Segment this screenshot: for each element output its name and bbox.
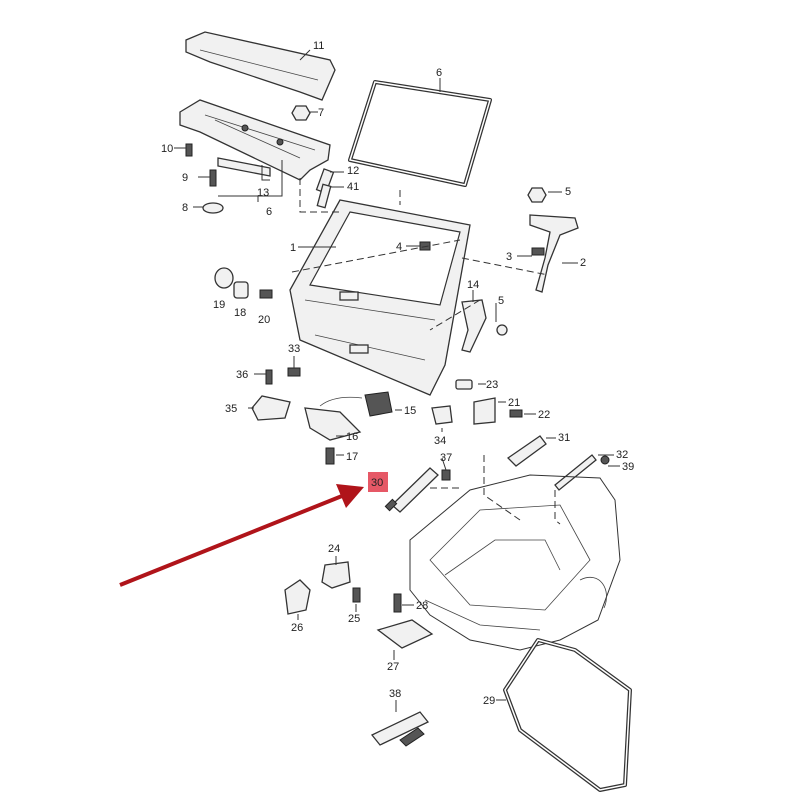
spoiler-part: [185, 31, 336, 101]
hinge-arm-15-part: [461, 299, 487, 353]
callout-16: 15: [404, 405, 416, 417]
callout-5-upper: 5: [565, 186, 571, 198]
bolt-3-part: [531, 247, 545, 256]
bracket-35-part: [431, 405, 453, 425]
callout-labels: 11 7 10 9 8 13 6 12 41 6 1 4 5 3 2 14 5 …: [161, 40, 634, 707]
callout-6: 6: [436, 67, 442, 79]
callout-31: 30: [371, 477, 383, 489]
callout-4: 4: [396, 241, 402, 253]
bolt-18-part: [325, 447, 335, 465]
hinge-part: [529, 214, 579, 293]
tailgate-part: [289, 199, 471, 396]
wedge-32-part: [506, 435, 547, 467]
outer-handle-17-part: [304, 407, 362, 441]
clip-41-part: [316, 183, 332, 209]
callout-23: 22: [538, 409, 550, 421]
callout-10: 9: [182, 172, 188, 184]
nut-5-lower-part: [496, 324, 508, 336]
callout-36: 35: [225, 403, 237, 415]
screw-23-part: [509, 409, 523, 418]
callout-27: 26: [291, 622, 303, 634]
callout-22: 21: [508, 397, 520, 409]
callout-7: 6: [266, 206, 272, 218]
callout-38: 37: [440, 452, 452, 464]
bumper-stops-part: [214, 267, 273, 299]
callout-18: 17: [346, 451, 358, 463]
pointer-arrow: [119, 484, 364, 587]
callout-29: 28: [416, 600, 428, 612]
vehicle-body-part: [409, 474, 621, 651]
callout-28: 27: [387, 661, 399, 673]
bolt-29-part: [393, 593, 402, 613]
callout-41: 41: [347, 181, 359, 193]
callout-14: 13: [257, 187, 269, 199]
lock-actuator-16-part: [364, 391, 393, 417]
spoiler-bracket-part: [179, 99, 331, 181]
cover-27-part: [284, 579, 311, 615]
callout-21: 20: [258, 314, 270, 326]
callout-3: 3: [506, 251, 512, 263]
callout-26: 25: [348, 613, 360, 625]
highlight-box-31: [368, 472, 388, 492]
callout-15: 14: [467, 279, 479, 291]
buffer-34-part: [287, 367, 301, 377]
clip-38-part: [441, 469, 451, 481]
callout-19: 18: [234, 307, 246, 319]
callout-25: 24: [328, 543, 340, 555]
callout-11: 10: [161, 143, 173, 155]
nut-8-part: [291, 105, 311, 121]
callout-34: 33: [288, 343, 300, 355]
strut-33-part: [554, 454, 597, 491]
callout-13: 12: [347, 165, 359, 177]
callout-2: 2: [580, 257, 586, 269]
callout-24: 23: [486, 379, 498, 391]
callout-33: 32: [616, 449, 628, 461]
callout-39: 38: [389, 688, 401, 700]
callout-8: 7: [318, 107, 324, 119]
screws-left-part: [185, 143, 224, 214]
callout-5-lower: 5: [498, 295, 504, 307]
screw-37-part: [265, 369, 273, 385]
callout-30: 29: [483, 695, 495, 707]
bolt-26-part: [352, 587, 361, 603]
callout-20: 19: [213, 299, 225, 311]
nut-5-upper-part: [527, 187, 547, 203]
grease-tube-39-part: [370, 711, 430, 747]
latch-25-part: [321, 561, 351, 589]
callout-12: 11: [313, 40, 324, 52]
leader-lines: [174, 49, 620, 712]
trim-strip-part: [217, 157, 271, 177]
callout-32: 31: [558, 432, 570, 444]
gas-strut-31-part: [384, 467, 439, 513]
buffer-24-part: [455, 379, 473, 390]
callout-35: 34: [434, 435, 446, 447]
callout-1: 1: [290, 242, 296, 254]
callout-17: 16: [346, 431, 358, 443]
callout-40: 39: [622, 461, 634, 473]
callout-9: 8: [182, 202, 188, 214]
handle-housing-36-part: [251, 395, 291, 421]
striker-28-part: [376, 619, 434, 649]
callout-37: 36: [236, 369, 248, 381]
light-22-part: [473, 397, 496, 425]
